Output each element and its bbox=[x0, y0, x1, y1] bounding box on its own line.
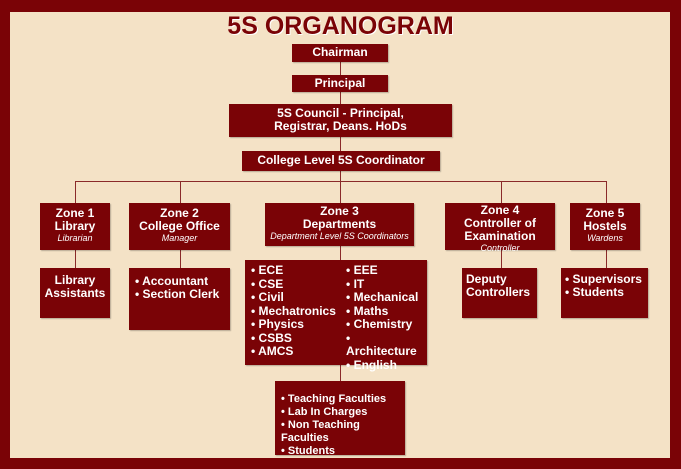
list-item: CSBS bbox=[251, 331, 338, 346]
zone-name: Zone 3 bbox=[320, 204, 359, 218]
connector bbox=[75, 181, 76, 203]
connector bbox=[340, 171, 341, 203]
zone-2-box: Zone 2 College Office Manager bbox=[129, 203, 230, 250]
zone-role: Controller bbox=[480, 243, 520, 253]
zone-name: Zone 1 bbox=[55, 206, 95, 220]
list-item: Maths bbox=[346, 304, 423, 319]
connector bbox=[340, 246, 341, 260]
zone-dept: Controller of Examination bbox=[464, 216, 536, 243]
list-item: EEE bbox=[346, 263, 423, 278]
list-item: Accountant bbox=[135, 275, 224, 288]
list-item: Architecture bbox=[346, 332, 423, 359]
coordinator-label: College Level 5S Coordinator bbox=[257, 153, 425, 167]
list-item: Supervisors bbox=[565, 273, 644, 286]
page-title: 5S ORGANOGRAM bbox=[227, 12, 454, 40]
connector bbox=[75, 250, 76, 268]
connector bbox=[340, 137, 341, 151]
zone-name: Zone 4 bbox=[480, 203, 520, 217]
zone-name: Zone 5 bbox=[585, 206, 625, 220]
zone-role: Librarian bbox=[57, 233, 93, 243]
zone-5-box: Zone 5 Hostels Wardens bbox=[570, 203, 640, 250]
connector bbox=[501, 181, 502, 203]
connector bbox=[501, 250, 502, 268]
sub-label: Library Assistants bbox=[44, 273, 106, 300]
zone-dept: College Office bbox=[139, 219, 220, 233]
departments-box: ECE CSE Civil Mechatronics Physics CSBS … bbox=[245, 260, 427, 371]
list-item: Section Clerk bbox=[135, 288, 224, 301]
list-item: CSE bbox=[251, 277, 338, 292]
principal-label: Principal bbox=[314, 76, 366, 90]
zone-5-sub-box: SupervisorsStudents bbox=[561, 268, 648, 318]
chairman-label: Chairman bbox=[312, 45, 368, 59]
list-item: Non Teaching Faculties bbox=[281, 419, 399, 445]
zone-dept: Library bbox=[54, 219, 96, 233]
zone-role: Department Level 5S Coordinators bbox=[270, 231, 409, 241]
zone-dept: Departments bbox=[302, 217, 377, 231]
sub-label: Deputy Controllers bbox=[466, 272, 531, 299]
list-item: Civil bbox=[251, 290, 338, 305]
list-item: IT bbox=[346, 277, 423, 292]
list-item: Teaching Faculties bbox=[281, 393, 399, 406]
connector bbox=[180, 250, 181, 268]
council-box: 5S Council - Principal, Registrar, Deans… bbox=[229, 104, 452, 137]
connector bbox=[75, 181, 606, 182]
zone-4-sub-box: Deputy Controllers bbox=[462, 268, 537, 318]
connector bbox=[180, 181, 181, 203]
list-item: English bbox=[346, 358, 423, 373]
zone-4-box: Zone 4 Controller of Examination Control… bbox=[445, 203, 555, 253]
list-item: Physics bbox=[251, 317, 338, 332]
zone-1-sub-box: Library Assistants bbox=[40, 268, 110, 318]
zone-3-box: Zone 3 Departments Department Level 5S C… bbox=[265, 203, 414, 246]
connector bbox=[340, 62, 341, 75]
staff-box: Teaching Faculties Lab In Charges Non Te… bbox=[275, 381, 405, 458]
zone-role: Manager bbox=[161, 233, 198, 243]
list-item: Chemistry bbox=[346, 317, 423, 332]
list-item: Lab In Charges bbox=[281, 406, 399, 419]
list-item: Students bbox=[281, 445, 399, 458]
list-item: Students bbox=[565, 286, 644, 299]
zone-dept: Hostels bbox=[583, 219, 627, 233]
coordinator-box: College Level 5S Coordinator bbox=[242, 151, 440, 171]
zone-role: Wardens bbox=[587, 233, 623, 243]
connector bbox=[606, 250, 607, 268]
connector bbox=[340, 365, 341, 381]
connector bbox=[340, 92, 341, 104]
zone-2-sub-box: AccountantSection Clerk bbox=[129, 268, 230, 330]
zone-name: Zone 2 bbox=[160, 206, 199, 220]
council-label: 5S Council - Principal, Registrar, Deans… bbox=[274, 106, 407, 133]
list-item: Mechanical bbox=[346, 290, 423, 305]
principal-box: Principal bbox=[292, 75, 388, 92]
list-item: Mechatronics bbox=[251, 304, 338, 319]
connector bbox=[606, 181, 607, 203]
list-item: AMCS bbox=[251, 344, 338, 359]
list-item: ECE bbox=[251, 263, 338, 278]
zone-1-box: Zone 1 Library Librarian bbox=[40, 203, 110, 250]
chairman-box: Chairman bbox=[292, 44, 388, 62]
